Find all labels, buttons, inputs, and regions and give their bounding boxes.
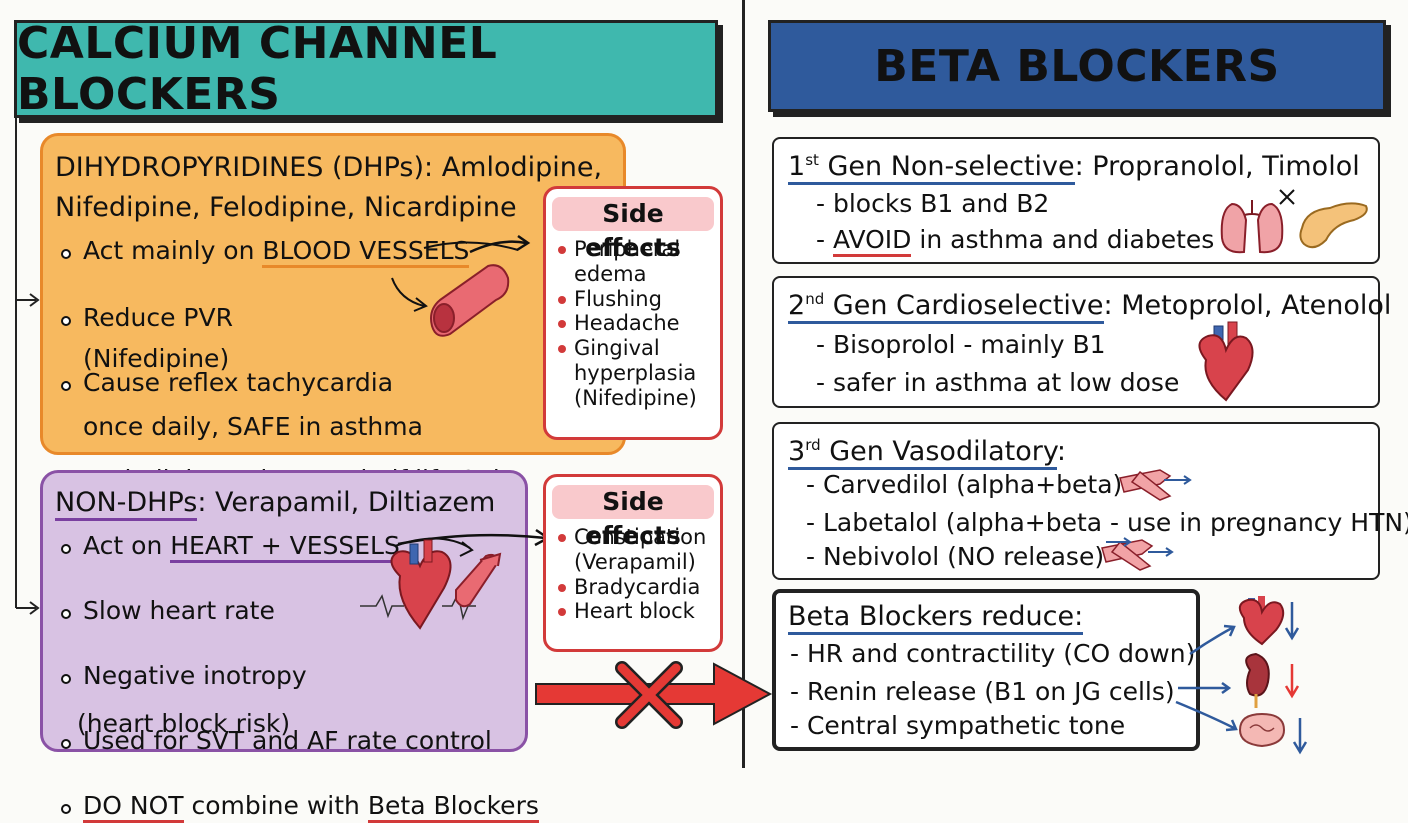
do-not-emphasis: DO NOT xyxy=(83,791,184,823)
dhp-bullet-vessels-text: Act mainly on xyxy=(83,236,263,265)
gen2-ordinal: 2 xyxy=(788,290,806,321)
nondhp-warning-note: (heart block risk) xyxy=(77,709,291,738)
gen3-line-nebivolol: - Nebivolol (NO release) xyxy=(806,542,1105,571)
gen1-avoid-dash: - xyxy=(816,225,833,254)
side-effect-item: Bradycardia xyxy=(556,575,716,600)
gen2-label: 2nd Gen Cardioselective xyxy=(788,290,1104,324)
bb-title: BETA BLOCKERS xyxy=(874,40,1280,92)
nondhp-bullet-inotropy: Negative inotropy xyxy=(57,661,539,690)
blood-vessel-icon xyxy=(391,234,531,337)
dhp-side-effects-box: Side effects Peripheral edema Flushing H… xyxy=(543,186,723,440)
gen3-ordinal: 3 xyxy=(788,436,806,467)
gen1-line-avoid: - AVOID in asthma and diabetes xyxy=(816,225,1215,257)
gen1-ordinal-suffix: st xyxy=(805,151,819,169)
nondhp-side-effects-list: Constipation (Verapamil) Bradycardia Hea… xyxy=(556,525,716,624)
dhp-heading-line2: Nifedipine, Felodipine, Nicardipine xyxy=(55,192,517,223)
gen2-line-bisoprolol: - Bisoprolol - mainly B1 xyxy=(816,330,1106,359)
nondhp-heading-emphasis: NON-DHPs xyxy=(55,487,198,521)
center-divider xyxy=(742,0,745,768)
gen1-heading: 1st Gen Non-selective: Propranolol, Timo… xyxy=(788,151,1360,185)
gen3-drugs: : xyxy=(1056,436,1066,467)
gen3-line-labetalol: - Labetalol (alpha+beta - use in pregnan… xyxy=(806,508,1408,537)
side-effect-item: Peripheral edema xyxy=(556,237,716,287)
gen2-drugs: : Metoprolol, Atenolol xyxy=(1103,290,1392,321)
dhp-bullet-vessels: Act mainly on BLOOD VESSELS xyxy=(57,236,637,268)
side-effect-item: Heart block xyxy=(556,599,716,624)
reduce-line-hr: - HR and contractility (CO down) xyxy=(790,639,1196,668)
dhp-bullet-pvr: Reduce PVR xyxy=(57,303,637,332)
gen2-heading: 2nd Gen Cardioselective: Metoprolol, Ate… xyxy=(788,290,1392,324)
bb-reduce-heading: Beta Blockers reduce: xyxy=(788,601,1084,635)
gen2-box: 2nd Gen Cardioselective: Metoprolol, Ate… xyxy=(772,276,1391,408)
gen1-ordinal: 1 xyxy=(788,151,806,182)
gen2-ordinal-suffix: nd xyxy=(805,290,825,308)
gen1-line-blocks: - blocks B1 and B2 xyxy=(816,189,1050,218)
heart-icon xyxy=(1198,321,1254,402)
nondhp-heading-drugs: : Verapamil, Diltiazem xyxy=(197,487,496,518)
gen1-label: 1st Gen Non-selective xyxy=(788,151,1075,185)
dhp-bullet-tachycardia-note: (Nifedipine) xyxy=(83,344,230,373)
bb-reduce-box: Beta Blockers reduce: - HR and contracti… xyxy=(772,589,1200,751)
vasodilation-icons xyxy=(1101,469,1192,571)
gen1-drugs: : Propranolol, Timolol xyxy=(1074,151,1360,182)
avoid-emphasis: AVOID xyxy=(832,225,912,257)
organ-effect-icons xyxy=(1175,596,1308,755)
lungs-pancreas-icon xyxy=(1220,189,1368,254)
nondhp-side-effects-box: Side effects Constipation (Verapamil) Br… xyxy=(543,474,723,652)
dhp-side-effects-list: Peripheral edema Flushing Headache Gingi… xyxy=(556,237,716,410)
warning-mid-text: combine with xyxy=(183,791,368,820)
gen3-box: 3rd Gen Vasodilatory: - Carvedilol (alph… xyxy=(772,422,1408,580)
gen3-label: 3rd Gen Vasodilatory xyxy=(788,436,1057,470)
gen3-label-text: Gen Vasodilatory xyxy=(820,436,1057,467)
nondhp-bullet-rate: Slow heart rate xyxy=(57,596,539,625)
do-not-combine-arrow xyxy=(535,661,773,729)
nondhp-bullet-svt: Used for SVT and AF rate control xyxy=(57,726,539,755)
bb-header: BETA BLOCKERS xyxy=(768,20,1386,112)
blood-vessels-emphasis: BLOOD VESSELS xyxy=(262,236,470,268)
nondhp-heading: NON-DHPs: Verapamil, Diltiazem xyxy=(55,487,496,521)
dhp-bullet-tachycardia: Cause reflex tachycardia xyxy=(57,368,637,397)
gen2-label-text: Gen Cardioselective xyxy=(824,290,1104,321)
ccb-header: CALCIUM CHANNEL BLOCKERS xyxy=(14,18,718,120)
nondhp-bullet-heart-text: Act on xyxy=(83,531,171,560)
side-effect-item: Headache xyxy=(556,311,716,336)
dhp-heading-line1: DIHYDROPYRIDINES (DHPs): Amlodipine, xyxy=(55,152,603,183)
nondhp-bullet-warning: DO NOT combine with Beta Blockers xyxy=(57,791,539,823)
heart-vessels-emphasis: HEART + VESSELS xyxy=(170,531,400,563)
gen3-line-carvedilol: - Carvedilol (alpha+beta) xyxy=(806,470,1123,499)
side-effect-item: Constipation (Verapamil) xyxy=(556,525,716,575)
ccb-title: CALCIUM CHANNEL BLOCKERS xyxy=(17,18,498,120)
gen1-label-text: Gen Non-selective xyxy=(818,151,1075,182)
gen3-ordinal-suffix: rd xyxy=(805,436,821,454)
reduce-line-sympathetic: - Central sympathetic tone xyxy=(790,711,1126,740)
nondhp-bullet-heart: Act on HEART + VESSELS xyxy=(57,531,539,563)
bb-reduce-title: Beta Blockers reduce: xyxy=(788,601,1084,635)
reduce-line-renin: - Renin release (B1 on JG cells) xyxy=(790,677,1175,706)
nondhp-side-effects-title: Side effects xyxy=(552,485,714,550)
side-effect-item: Gingival hyperplasia (Nifedipine) xyxy=(556,336,716,410)
dhp-side-effects-title: Side effects xyxy=(552,197,714,262)
side-effect-item: Flushing xyxy=(556,287,716,312)
gen3-heading: 3rd Gen Vasodilatory: xyxy=(788,436,1066,470)
gen2-line-asthma: - safer in asthma at low dose xyxy=(816,368,1180,397)
beta-blockers-emphasis: Beta Blockers xyxy=(367,791,539,823)
dhp-bullet-amlodipine-note: once daily, SAFE in asthma xyxy=(83,412,423,441)
ccb-bracket xyxy=(15,118,40,615)
gen1-avoid-rest: in asthma and diabetes xyxy=(911,225,1215,254)
